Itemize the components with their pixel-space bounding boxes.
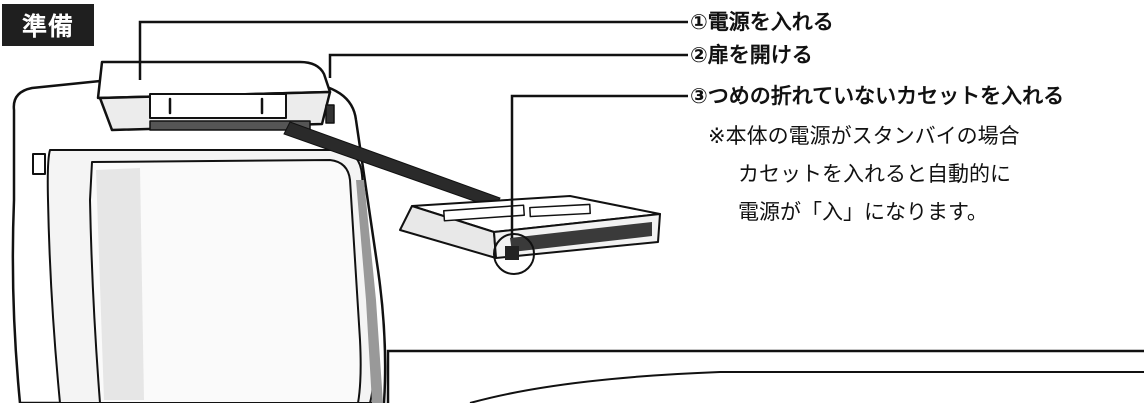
tab-highlight-circle (493, 233, 535, 275)
tv-illustration (11, 60, 387, 403)
note-line-2: カセットを入れると自動的に (738, 162, 1011, 186)
step-2-label: ②扉を開ける (690, 43, 813, 67)
note-line-3: 電源が「入」になります。 (738, 200, 988, 224)
lower-panel (386, 349, 1144, 403)
note-line-1: ※本体の電源がスタンバイの場合 (708, 124, 1020, 148)
step-3-label: ③つめの折れていないカセットを入れる (690, 84, 1065, 108)
section-badge: 準備 (2, 4, 94, 46)
cassette-illustration (399, 195, 661, 275)
leader-lines (138, 20, 688, 238)
step-1-label: ①電源を入れる (690, 10, 834, 34)
